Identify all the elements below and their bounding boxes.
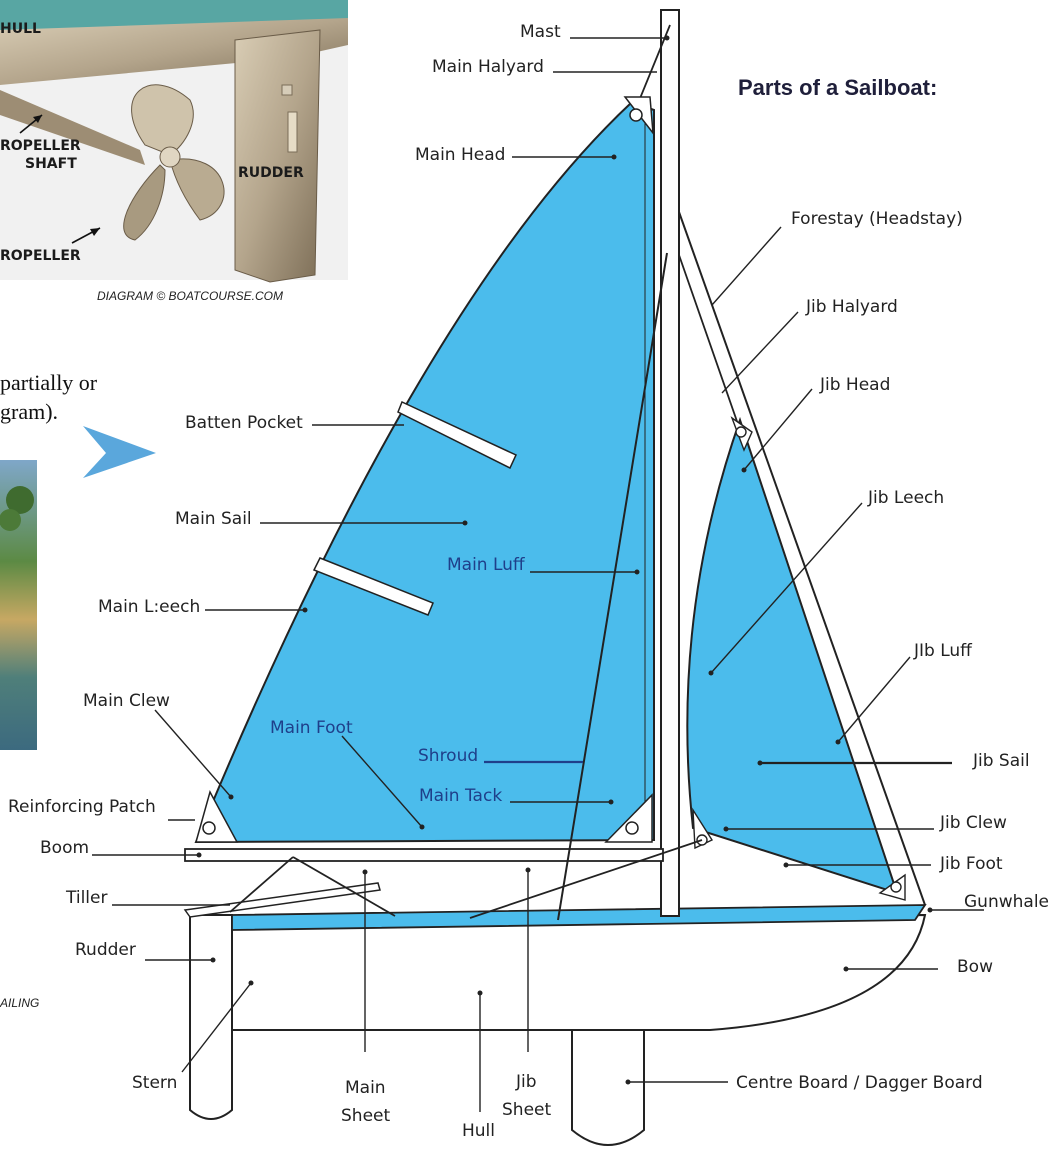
label-stern: Stern xyxy=(132,1073,177,1093)
pointer-arrow-icon xyxy=(83,426,156,478)
label-forestay: Forestay (Headstay) xyxy=(791,209,963,229)
label-shroud: Shroud xyxy=(418,746,478,766)
label-mast: Mast xyxy=(520,22,561,42)
label-main-luff: Main Luff xyxy=(447,555,526,575)
photo-label-propeller-shaft-1: ROPELLER xyxy=(0,138,81,154)
label-main-tack: Main Tack xyxy=(419,786,502,806)
label-hull: Hull xyxy=(462,1121,495,1141)
label-main-sail: Main Sail xyxy=(175,509,252,529)
label-gunwhale: Gunwhale xyxy=(964,892,1049,912)
label-jib-luff: JIb Luff xyxy=(913,641,973,661)
label-main-halyard: Main Halyard xyxy=(432,57,544,77)
photo-label-hull: HULL xyxy=(0,21,41,37)
label-batten-pocket: Batten Pocket xyxy=(185,413,303,433)
propeller-rudder-photo: HULL ROPELLER SHAFT RUDDER ROPELLER xyxy=(0,0,348,282)
photo-label-propeller-shaft-2: SHAFT xyxy=(25,156,77,172)
credit-fragment: AILING xyxy=(0,996,39,1010)
label-jib-sail: Jib Sail xyxy=(972,751,1030,771)
label-main-head: Main Head xyxy=(415,145,505,165)
label-reinforcing-patch: Reinforcing Patch xyxy=(8,797,156,817)
label-jib-foot: Jib Foot xyxy=(939,854,1003,874)
label-main-foot: Main Foot xyxy=(270,718,353,738)
label-rudder: Rudder xyxy=(75,940,136,960)
label-main-sheet-1: Main xyxy=(345,1078,386,1098)
label-main-clew: Main Clew xyxy=(83,691,170,711)
label-jib-leech: Jib Leech xyxy=(867,488,944,508)
label-boom: Boom xyxy=(40,838,89,858)
diagram-title: Parts of a Sailboat: xyxy=(738,75,937,100)
body-text-line-1: partially or xyxy=(0,370,98,395)
lake-photo xyxy=(0,460,37,750)
label-centre-board: Centre Board / Dagger Board xyxy=(736,1073,983,1093)
photo-label-propeller: ROPELLER xyxy=(0,248,81,264)
label-jib-head: Jib Head xyxy=(819,375,890,395)
label-main-sheet-2: Sheet xyxy=(341,1106,390,1126)
label-jib-sheet-1: Jib xyxy=(515,1072,537,1092)
body-text-line-2: gram). xyxy=(0,399,58,424)
label-jib-clew: Jib Clew xyxy=(939,813,1007,833)
label-jib-halyard: Jib Halyard xyxy=(805,297,898,317)
photo-label-rudder: RUDDER xyxy=(238,165,304,181)
label-main-leech: Main L:eech xyxy=(98,597,200,617)
photo-credit: DIAGRAM © BOATCOURSE.COM xyxy=(97,289,283,303)
label-tiller: Tiller xyxy=(65,888,107,908)
label-jib-sheet-2: Sheet xyxy=(502,1100,551,1120)
label-bow: Bow xyxy=(957,957,993,977)
